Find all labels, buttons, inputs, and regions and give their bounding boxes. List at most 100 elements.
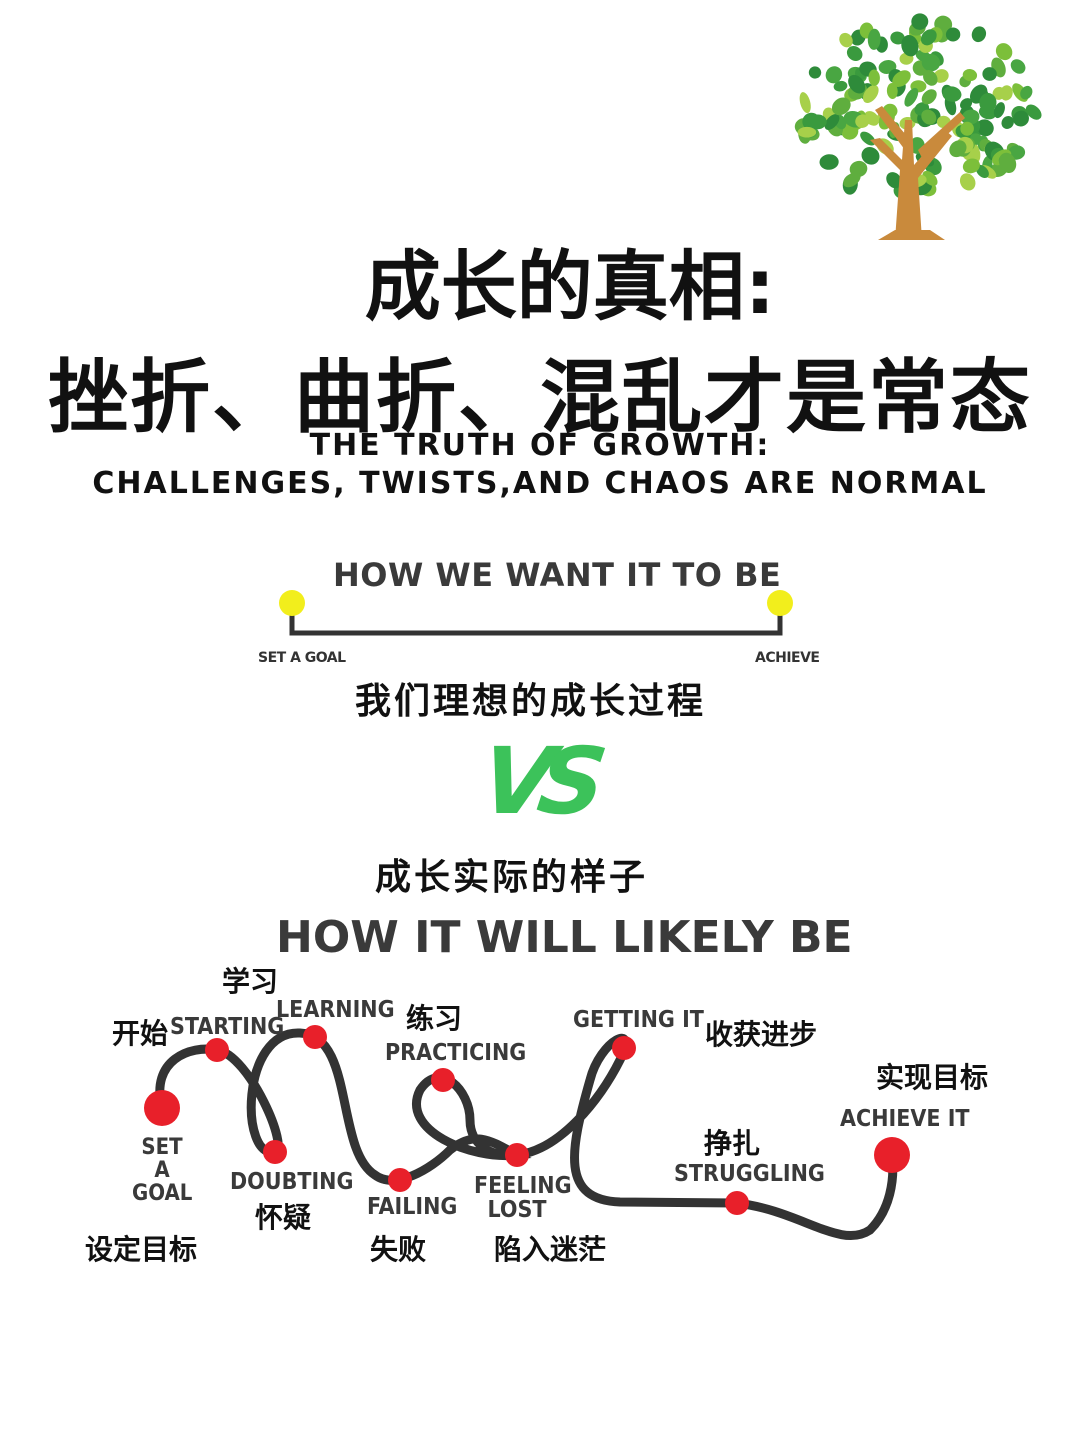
tree-leaf [1000, 85, 1013, 101]
tree-leaf [915, 49, 931, 62]
tree-leaf [919, 181, 937, 197]
tree-leaf [1010, 59, 1026, 74]
tree-leaf [941, 84, 955, 101]
tree-leaf [802, 126, 820, 141]
tree-leaf [977, 135, 989, 152]
tree-leaf [944, 95, 957, 116]
tree-leaf [914, 102, 930, 116]
stage-label-achieve-it: ACHIEVE IT [840, 1106, 970, 1132]
tree-leaf [861, 146, 880, 165]
tree-leaf [802, 112, 821, 131]
tree-leaf [992, 86, 1006, 100]
tree-leaf [933, 69, 949, 83]
tree-leaf [876, 138, 894, 155]
tree-leaf [887, 129, 906, 142]
stage-dot-failing [388, 1168, 412, 1192]
tree-leaf [909, 28, 922, 45]
tree-leaf [914, 180, 932, 196]
tree-leaf [798, 123, 812, 144]
tree-leaf [982, 156, 993, 177]
tree-leaf [878, 109, 895, 130]
tree-leaf [942, 86, 962, 102]
tree-leaf [841, 122, 859, 140]
tree-leaf [875, 36, 888, 53]
stage-cn-getting-it: 收获进步 [705, 1018, 818, 1051]
tree-leaf [921, 109, 937, 125]
tree-leaf [924, 157, 942, 176]
tree-leaf [970, 133, 983, 145]
vs-mark: VS [474, 728, 599, 835]
tree-leaf [852, 110, 866, 130]
stage-label-struggling: STRUGGLING [674, 1161, 825, 1187]
tree-leaf [921, 53, 941, 72]
tree-leaf [984, 141, 1005, 162]
tree-leaf [991, 149, 1012, 166]
tree-leaf [956, 136, 974, 154]
stage-cn-feeling-lost: 陷入迷茫 [494, 1233, 607, 1266]
stage-cn-set-goal: 设定目标 [85, 1233, 198, 1266]
tree-leaf [920, 29, 937, 46]
title-cn-line2: 挫折、曲折、混乱才是常态 [48, 351, 1032, 444]
tree-leaf [847, 66, 867, 83]
tree-leaf [923, 70, 938, 86]
tree-leaf [979, 93, 997, 113]
tree-leaf [826, 116, 844, 137]
tree-leaf [808, 114, 827, 130]
tree-leaf [974, 87, 989, 104]
tree-leaf [876, 112, 890, 125]
stage-dot-achieve-it [874, 1137, 910, 1173]
tree-leaf [808, 66, 822, 79]
stage-label-getting-it: GETTING IT [573, 1007, 704, 1033]
tree-leaf [960, 121, 974, 136]
tree-leaf [893, 180, 915, 199]
tree-leaf [961, 109, 980, 125]
ideal-end-label: ACHIEVE [755, 650, 820, 666]
tree-leaf [1011, 105, 1028, 123]
stage-cn-starting: 开始 [112, 1017, 169, 1050]
tree-leaf [965, 117, 981, 135]
tree-leaf [904, 173, 927, 188]
tree-leaf [797, 126, 817, 138]
tree-leaf [833, 80, 848, 92]
tree-leaf [822, 107, 835, 121]
tree-leaf [934, 15, 953, 34]
tree-leaf [909, 21, 926, 36]
tree-leaf [917, 108, 935, 128]
stage-cn-doubting: 怀疑 [255, 1201, 312, 1234]
ideal-start-label: SET A GOAL [258, 650, 346, 666]
tree-leaf [984, 142, 1000, 157]
tree-leaf [998, 154, 1013, 168]
actual-caption: 成长实际的样子 [375, 857, 649, 898]
stage-label-learning: LEARNING [276, 997, 395, 1023]
tree-leaf [843, 111, 865, 128]
stage-cn-failing: 失败 [370, 1233, 427, 1266]
tree-leaf [842, 174, 858, 195]
tree-leaf [976, 119, 994, 137]
tree-leaf [918, 38, 933, 53]
tree-leaf [913, 141, 926, 154]
tree-leaf [878, 60, 897, 74]
stage-dot-feeling-lost [505, 1143, 529, 1167]
tree-leaf [886, 83, 898, 99]
title-en-line2: CHALLENGES, TWISTS,AND CHAOS ARE NORMAL [92, 466, 988, 501]
title-cn-line1: 成长的真相: [364, 242, 776, 331]
tree-leaf [910, 105, 931, 124]
tree-leaf [955, 139, 972, 157]
tree-leaf [961, 140, 978, 161]
stage-label-failing: FAILING [367, 1194, 458, 1220]
tree-leaf [1025, 104, 1042, 120]
tree-leaf [912, 60, 929, 76]
tree-leaf [921, 89, 937, 105]
tree-leaf [904, 87, 919, 107]
tree-leaf [882, 103, 898, 118]
tree-leaf [916, 147, 929, 164]
tree-leaf [993, 102, 1005, 119]
tree-leaf [969, 84, 988, 104]
stage-label-feeling-lost: FEELING LOST [474, 1173, 572, 1224]
tree-leaf [846, 46, 863, 61]
tree-leaf [892, 80, 906, 97]
tree-leaf [982, 67, 997, 81]
tree-leaf [867, 28, 881, 50]
ideal-caption: 我们理想的成长过程 [355, 681, 707, 722]
tree-leaf [964, 129, 981, 145]
